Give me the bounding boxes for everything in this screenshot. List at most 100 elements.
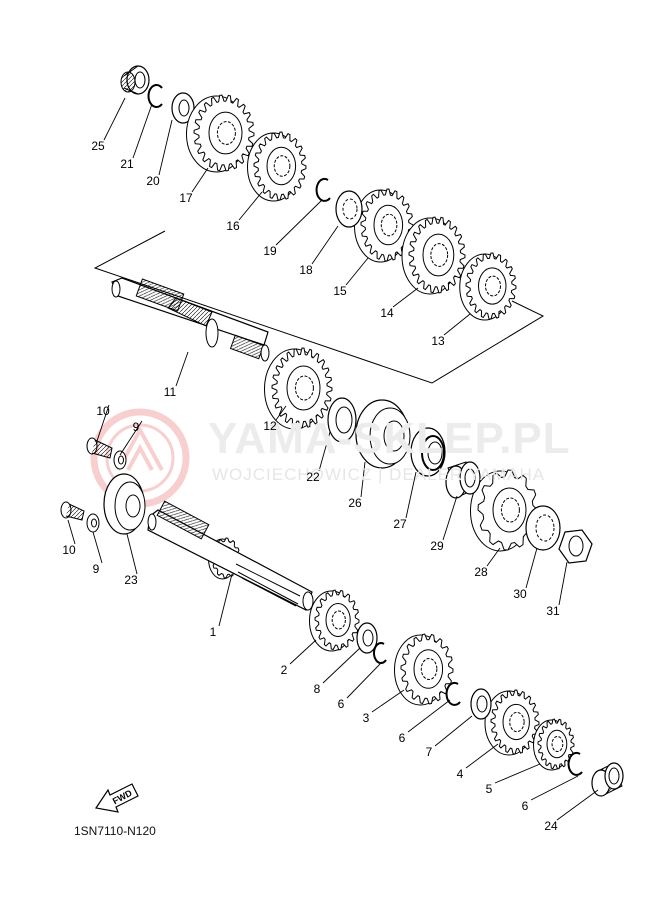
part-number-label: 3 <box>362 711 370 725</box>
leader-line <box>434 715 473 747</box>
washer-icon <box>113 450 127 470</box>
leader-line <box>96 404 110 442</box>
leader-line <box>392 287 419 308</box>
part-number-label: 16 <box>226 219 240 233</box>
watermark-subtitle: WOJCIECHOWICZ | DEALER YAMAHA <box>212 465 546 484</box>
part-number-label: 6 <box>398 731 406 745</box>
part-number-label: 24 <box>544 819 558 833</box>
leader-line <box>275 199 323 246</box>
part-number-label: 11 <box>163 385 177 399</box>
leader-line <box>486 547 501 567</box>
leader-line <box>318 431 331 472</box>
part-number-label: 19 <box>263 244 277 258</box>
part-number-label: 13 <box>431 334 445 348</box>
leader-line <box>289 639 317 665</box>
leader-line <box>103 97 126 141</box>
part-number-label: 9 <box>132 420 140 434</box>
leader-line <box>405 471 417 519</box>
part-number-label: 22 <box>306 470 320 484</box>
washer-icon <box>171 92 195 124</box>
part-number-label: 29 <box>430 539 444 553</box>
leader-line <box>322 647 361 684</box>
part-number-label: 20 <box>146 174 160 188</box>
needle-bearing-icon <box>591 762 624 797</box>
leader-line <box>345 257 369 286</box>
gear-icon <box>394 633 454 706</box>
part-number-label: 31 <box>546 604 560 618</box>
leader-line <box>238 191 263 221</box>
washer-icon <box>86 513 100 533</box>
leader-line <box>311 225 339 265</box>
leader-line <box>407 699 451 733</box>
part-number-label: 23 <box>124 573 138 587</box>
part-number-label: 21 <box>120 157 134 171</box>
gear-icon <box>533 718 575 771</box>
leader-line <box>126 533 138 575</box>
part-number-label: 27 <box>393 517 407 531</box>
washer-icon <box>327 397 357 443</box>
bolt-icon <box>86 437 113 459</box>
gear-icon <box>309 589 360 652</box>
gear-icon <box>264 347 333 430</box>
gear-icon <box>247 131 307 202</box>
washer-icon <box>356 622 378 654</box>
leader-line <box>132 103 153 159</box>
assembly-bracket <box>93 230 545 384</box>
ball-bearing-icon <box>355 399 411 469</box>
watermark-title: YAMA-SKLEP.PL <box>208 414 571 463</box>
part-number-label: 17 <box>179 191 193 205</box>
part-number-label: 2 <box>280 663 288 677</box>
leader-line <box>175 351 189 387</box>
drive-axle-icon <box>147 500 314 611</box>
circlip-icon <box>445 681 461 706</box>
leader-line <box>530 775 579 801</box>
forward-arrow-icon <box>94 783 139 813</box>
oil-seal-icon <box>410 427 446 477</box>
gear-icon <box>459 252 517 321</box>
part-number-label: 30 <box>513 587 527 601</box>
part-number-label: 10 <box>96 404 110 418</box>
part-number-label: 12 <box>263 419 277 433</box>
circlip-icon <box>567 751 583 776</box>
part-number-label: 6 <box>337 697 345 711</box>
leader-line <box>191 167 209 193</box>
gear-icon <box>401 216 466 295</box>
circlip-icon <box>147 84 163 108</box>
leader-line <box>218 573 233 627</box>
leader-line <box>275 405 287 421</box>
leader-line <box>119 420 143 456</box>
gear-icon <box>186 94 255 173</box>
part-number-label: 4 <box>456 767 464 781</box>
leader-line <box>556 789 599 821</box>
part-number-label: 9 <box>92 562 100 576</box>
part-number-label: 8 <box>313 682 321 696</box>
leader-line <box>360 461 366 498</box>
nut-icon <box>558 529 593 564</box>
leader-line <box>465 743 499 769</box>
part-number-label: 7 <box>425 745 433 759</box>
part-number-label: 1 <box>209 625 217 639</box>
gear-icon <box>354 188 414 263</box>
bolt-icon <box>60 501 85 521</box>
leader-line <box>558 561 568 606</box>
washer-icon <box>470 688 492 720</box>
part-number-label: 18 <box>299 263 313 277</box>
leader-line <box>443 313 471 336</box>
part-number-label: 14 <box>380 306 394 320</box>
circlip-icon <box>372 642 387 665</box>
sprocket-icon <box>470 469 539 552</box>
leader-line <box>346 661 383 699</box>
gear-icon <box>484 689 540 756</box>
ball-bearing-icon <box>103 473 146 535</box>
main-axle-icon <box>111 277 270 362</box>
part-number-label: 25 <box>91 139 105 153</box>
part-number-label: 26 <box>348 496 362 510</box>
part-number-label: 6 <box>521 799 529 813</box>
splined-washer-icon <box>335 190 363 228</box>
lock-washer-icon <box>525 505 561 551</box>
leader-line <box>494 763 541 784</box>
reference-code: 1SN7110-N120 <box>74 824 156 838</box>
leader-line <box>92 531 103 564</box>
leader-line <box>67 519 76 545</box>
